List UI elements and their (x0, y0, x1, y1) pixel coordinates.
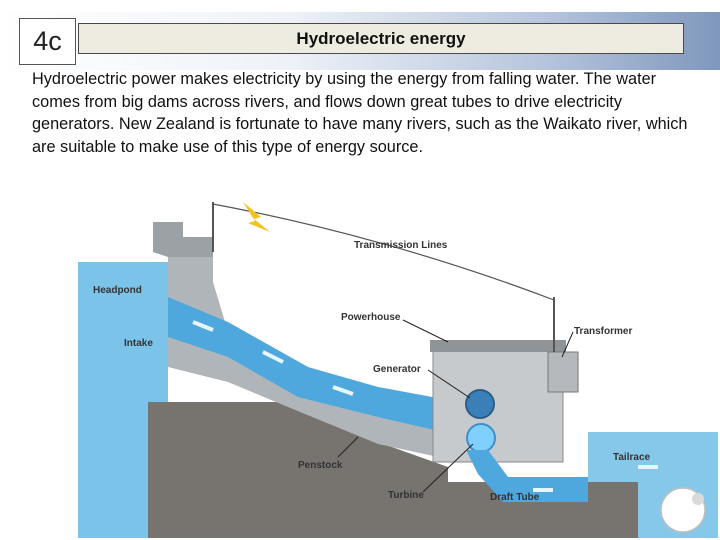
label-generator: Generator (373, 364, 421, 375)
transformer-unit (548, 352, 578, 392)
label-headpond: Headpond (93, 285, 142, 296)
generator-unit (466, 390, 494, 418)
turbine-unit (467, 424, 495, 452)
label-penstock: Penstock (298, 460, 343, 471)
powerhouse-building (433, 347, 563, 462)
transmission-line (213, 204, 554, 300)
label-transmission-lines: Transmission Lines (354, 240, 448, 251)
dam-crest (153, 222, 213, 257)
leader-powerhouse (403, 320, 448, 342)
slide-number-badge: 4c (19, 18, 76, 65)
powerhouse-roof (430, 340, 566, 352)
science-resources-logo (661, 488, 705, 532)
label-transformer: Transformer (574, 326, 632, 337)
slide-title: Hydroelectric energy (78, 23, 684, 54)
hydroelectric-dam-diagram: Transmission Lines Headpond Powerhouse T… (78, 192, 718, 538)
lightning-spark-icon (243, 202, 270, 232)
label-powerhouse: Powerhouse (341, 312, 401, 323)
label-tailrace: Tailrace (613, 452, 650, 463)
intro-paragraph: Hydroelectric power makes electricity by… (32, 68, 692, 158)
label-intake: Intake (124, 338, 153, 349)
label-turbine: Turbine (388, 490, 424, 501)
label-draft-tube: Draft Tube (490, 492, 540, 503)
